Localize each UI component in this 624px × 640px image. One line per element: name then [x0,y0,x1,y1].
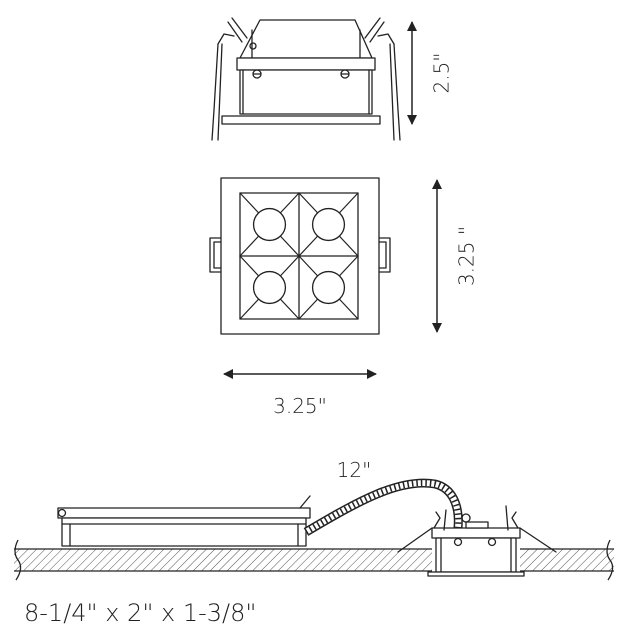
reflector-cell-4 [298,255,359,320]
height-label: 2.5" [430,52,454,93]
driver-box [57,495,311,547]
reflector-cell-1 [239,192,300,257]
led-lens-1 [252,207,287,242]
flex-cable [303,478,463,536]
trim-width-label: 3.25" [273,394,327,418]
installed-fixture [397,505,557,577]
led-lens-2 [311,207,346,242]
front-view [209,177,391,335]
reflector-cell-3 [239,255,300,320]
cable-length-label: 12" [337,458,372,482]
led-lens-4 [311,270,346,305]
driver-size-label: 8-1/4" x 2" x 1-3/8" [24,599,256,627]
reflector-cell-2 [298,192,359,257]
ceiling-section [14,539,614,581]
trim-height-label: 3.25 " [455,226,479,286]
side-view [211,17,401,141]
led-lens-3 [252,270,287,305]
